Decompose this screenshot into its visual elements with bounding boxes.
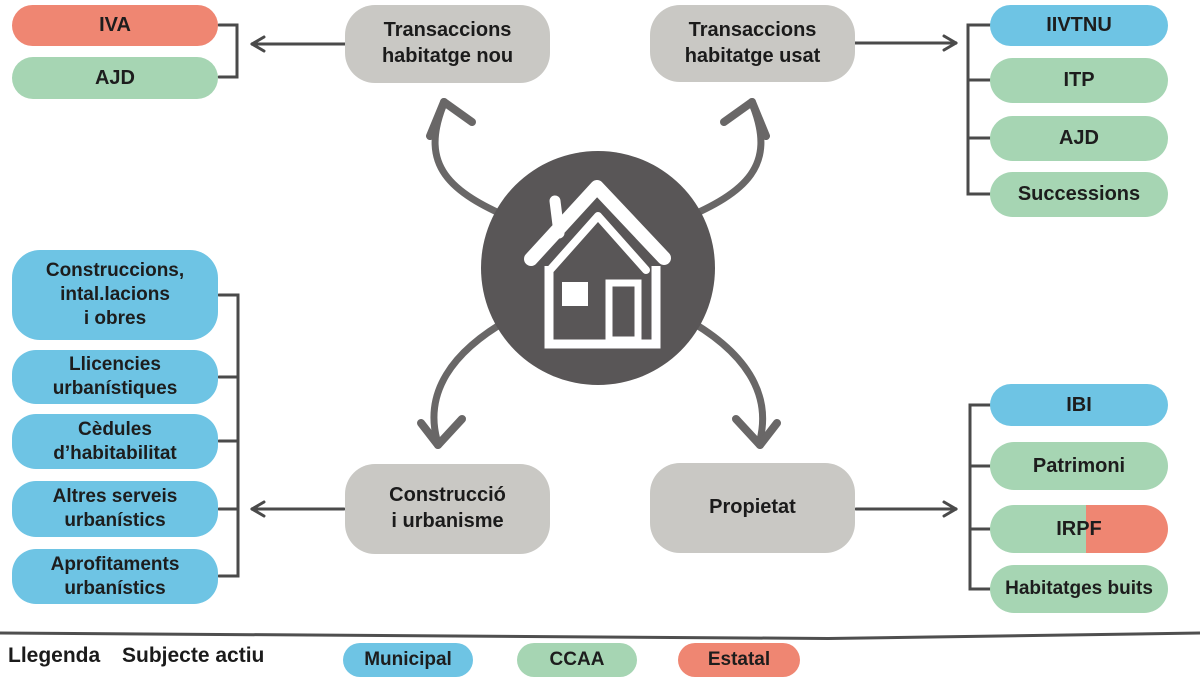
legend-pill-label: Estatal — [707, 649, 771, 670]
curved-arrow-bottom-right-icon — [677, 312, 781, 449]
tax-pill-label: Successions — [1017, 183, 1141, 205]
hub-propietat: Propietat — [650, 463, 855, 553]
legend-title: Llegenda — [8, 644, 101, 667]
hub-label-line: Propietat — [709, 496, 796, 519]
house-icon — [481, 151, 715, 385]
tax-pill-aprofitaments: Aprofitaments urbanístics — [12, 549, 218, 604]
tax-pill-ibi: IBI — [990, 384, 1168, 426]
arrow-nou-left-icon — [250, 35, 347, 53]
legend-pill-municipal: Municipal — [343, 643, 473, 677]
legend-pill-estatal: Estatal — [678, 643, 800, 677]
tax-pill-construccions-obres: Construccions, intal.lacions i obres — [12, 250, 218, 340]
hub-transaccions-usat: Transaccions habitatge usat — [650, 5, 855, 82]
tax-pill-line: urbanístiques — [52, 378, 178, 399]
tax-pill-ajd-nou: AJD — [12, 57, 218, 99]
tax-pill-label: IIVTNU — [1046, 14, 1112, 36]
legend-pill-label: Municipal — [364, 649, 452, 670]
bracket-construccio — [217, 293, 240, 578]
tax-pill-label: AJD — [1058, 127, 1099, 149]
hub-label-line: Transaccions — [688, 18, 817, 41]
tax-pill-patrimoni: Patrimoni — [990, 442, 1168, 490]
curved-arrow-bottom-left-icon — [417, 312, 519, 449]
hub-label-line: habitatge nou — [381, 45, 514, 67]
tax-pill-successions: Successions — [990, 172, 1168, 217]
tax-pill-irpf: IRPF — [990, 505, 1168, 553]
legend-pill-ccaa: CCAA — [517, 643, 637, 677]
legend-divider-line — [0, 631, 1200, 641]
tax-pill-line: Altres serveis — [52, 486, 178, 508]
hub-label-line: i urbanisme — [391, 510, 504, 532]
tax-pill-label: Habitatges buits — [1005, 578, 1153, 600]
hub-label-line: Construcció — [389, 484, 506, 507]
tax-pill-line: Cèdules — [78, 418, 152, 440]
tax-pill-line: intal.lacions — [60, 284, 170, 306]
tax-pill-altres-serveis: Altres serveis urbanístics — [12, 481, 218, 537]
tax-pill-label: IVA — [99, 14, 131, 36]
legend-pill-label: CCAA — [549, 649, 605, 670]
tax-pill-habitatges-buits: Habitatges buits — [990, 565, 1168, 613]
arrow-construccio-left-icon — [250, 500, 346, 518]
tax-pill-itp: ITP — [990, 58, 1168, 103]
tax-pill-line: urbanístics — [64, 577, 166, 599]
tax-pill-label: Patrimoni — [1032, 454, 1126, 477]
legend-subtitle: Subjecte actiu — [122, 644, 265, 667]
tax-pill-line: Llicencies — [69, 354, 161, 376]
tax-pill-line: d’habitabilitat — [53, 442, 177, 464]
hub-label-line: habitatge usat — [684, 44, 821, 67]
tax-pill-label: AJD — [94, 66, 135, 89]
arrow-usat-right-icon — [853, 34, 958, 52]
arrow-propietat-right-icon — [854, 500, 958, 518]
hub-construccio: Construcció i urbanisme — [345, 464, 550, 554]
hub-label-line: Transaccions — [383, 19, 512, 42]
curved-arrow-top-left-icon — [426, 98, 519, 224]
tax-pill-iva: IVA — [12, 5, 218, 46]
tax-pill-cedules: Cèdules d’habitabilitat — [12, 414, 218, 469]
tax-pill-label: IRPF — [1056, 517, 1102, 540]
tax-pill-llicencies: Llicencies urbanístiques — [12, 350, 218, 404]
bracket-nou — [217, 23, 239, 79]
curved-arrow-top-right-icon — [677, 98, 770, 224]
tax-pill-ajd-usat: AJD — [990, 116, 1168, 161]
tax-pill-line: Aprofitaments — [50, 553, 180, 575]
hub-transaccions-nou: Transaccions habitatge nou — [345, 5, 550, 83]
bracket-usat — [966, 23, 992, 196]
tax-pill-iivtnu: IIVTNU — [990, 5, 1168, 46]
bracket-propietat — [968, 403, 992, 591]
tax-pill-line: i obres — [83, 307, 147, 329]
tax-pill-line: Construccions, — [45, 260, 185, 282]
tax-pill-line: urbanístics — [64, 510, 166, 531]
tax-pill-label: IBI — [1066, 393, 1092, 416]
tax-pill-label: ITP — [1063, 69, 1095, 91]
